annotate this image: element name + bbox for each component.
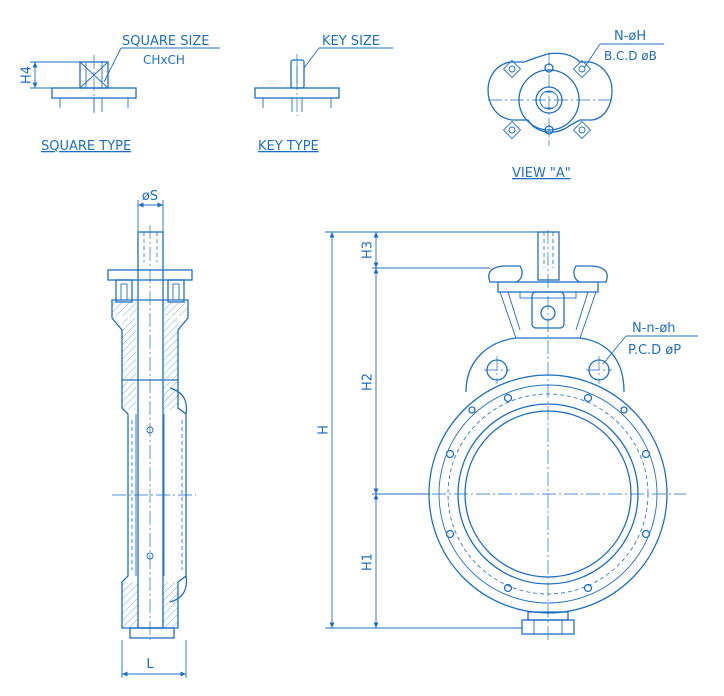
view-a-caption: VIEW "A" bbox=[512, 166, 571, 181]
keyed-shaft bbox=[290, 59, 305, 89]
square-type-caption: SQUARE TYPE bbox=[41, 139, 131, 154]
square-size-callout: SQUARE SIZE bbox=[122, 34, 209, 49]
dim-h1-label: H1 bbox=[361, 553, 376, 571]
front-bolt-holes bbox=[445, 393, 651, 593]
square-type-detail: H4 SQUARE SIZE CHxCH SQUARE TYPE bbox=[20, 34, 220, 154]
key-type-detail: KEY SIZE KEY TYPE bbox=[254, 34, 393, 154]
view-a-flange-outline bbox=[487, 52, 613, 133]
dim-h-label: H bbox=[317, 425, 332, 435]
side-section-view: øS bbox=[107, 189, 196, 678]
side-top-flange bbox=[107, 269, 193, 281]
key-type-caption: KEY TYPE bbox=[258, 139, 319, 154]
dim-h3-label: H3 bbox=[361, 241, 376, 259]
front-body-outline bbox=[465, 337, 625, 393]
front-holes-callout: N-n-øh bbox=[632, 321, 676, 336]
view-a-bolt-holes bbox=[502, 59, 592, 140]
view-a-detail: N-øH B.C.D øB VIEW "A" bbox=[487, 29, 664, 181]
dim-h2-label: H2 bbox=[361, 373, 376, 391]
length-label: L bbox=[146, 657, 154, 672]
square-h4-label: H4 bbox=[20, 66, 35, 84]
side-stem bbox=[137, 231, 164, 629]
view-a-holes-callout: N-øH bbox=[614, 29, 646, 44]
front-pcd-callout: P.C.D øP bbox=[628, 343, 681, 358]
key-size-callout: KEY SIZE bbox=[322, 34, 380, 49]
view-a-bcd-callout: B.C.D øB bbox=[604, 49, 657, 63]
front-view: H H3 H2 H1 N-n-øh P.C.D øP bbox=[317, 230, 698, 640]
front-stem bbox=[537, 231, 560, 281]
stem-diameter-label: øS bbox=[142, 189, 158, 204]
square-size-value: CHxCH bbox=[143, 53, 185, 67]
